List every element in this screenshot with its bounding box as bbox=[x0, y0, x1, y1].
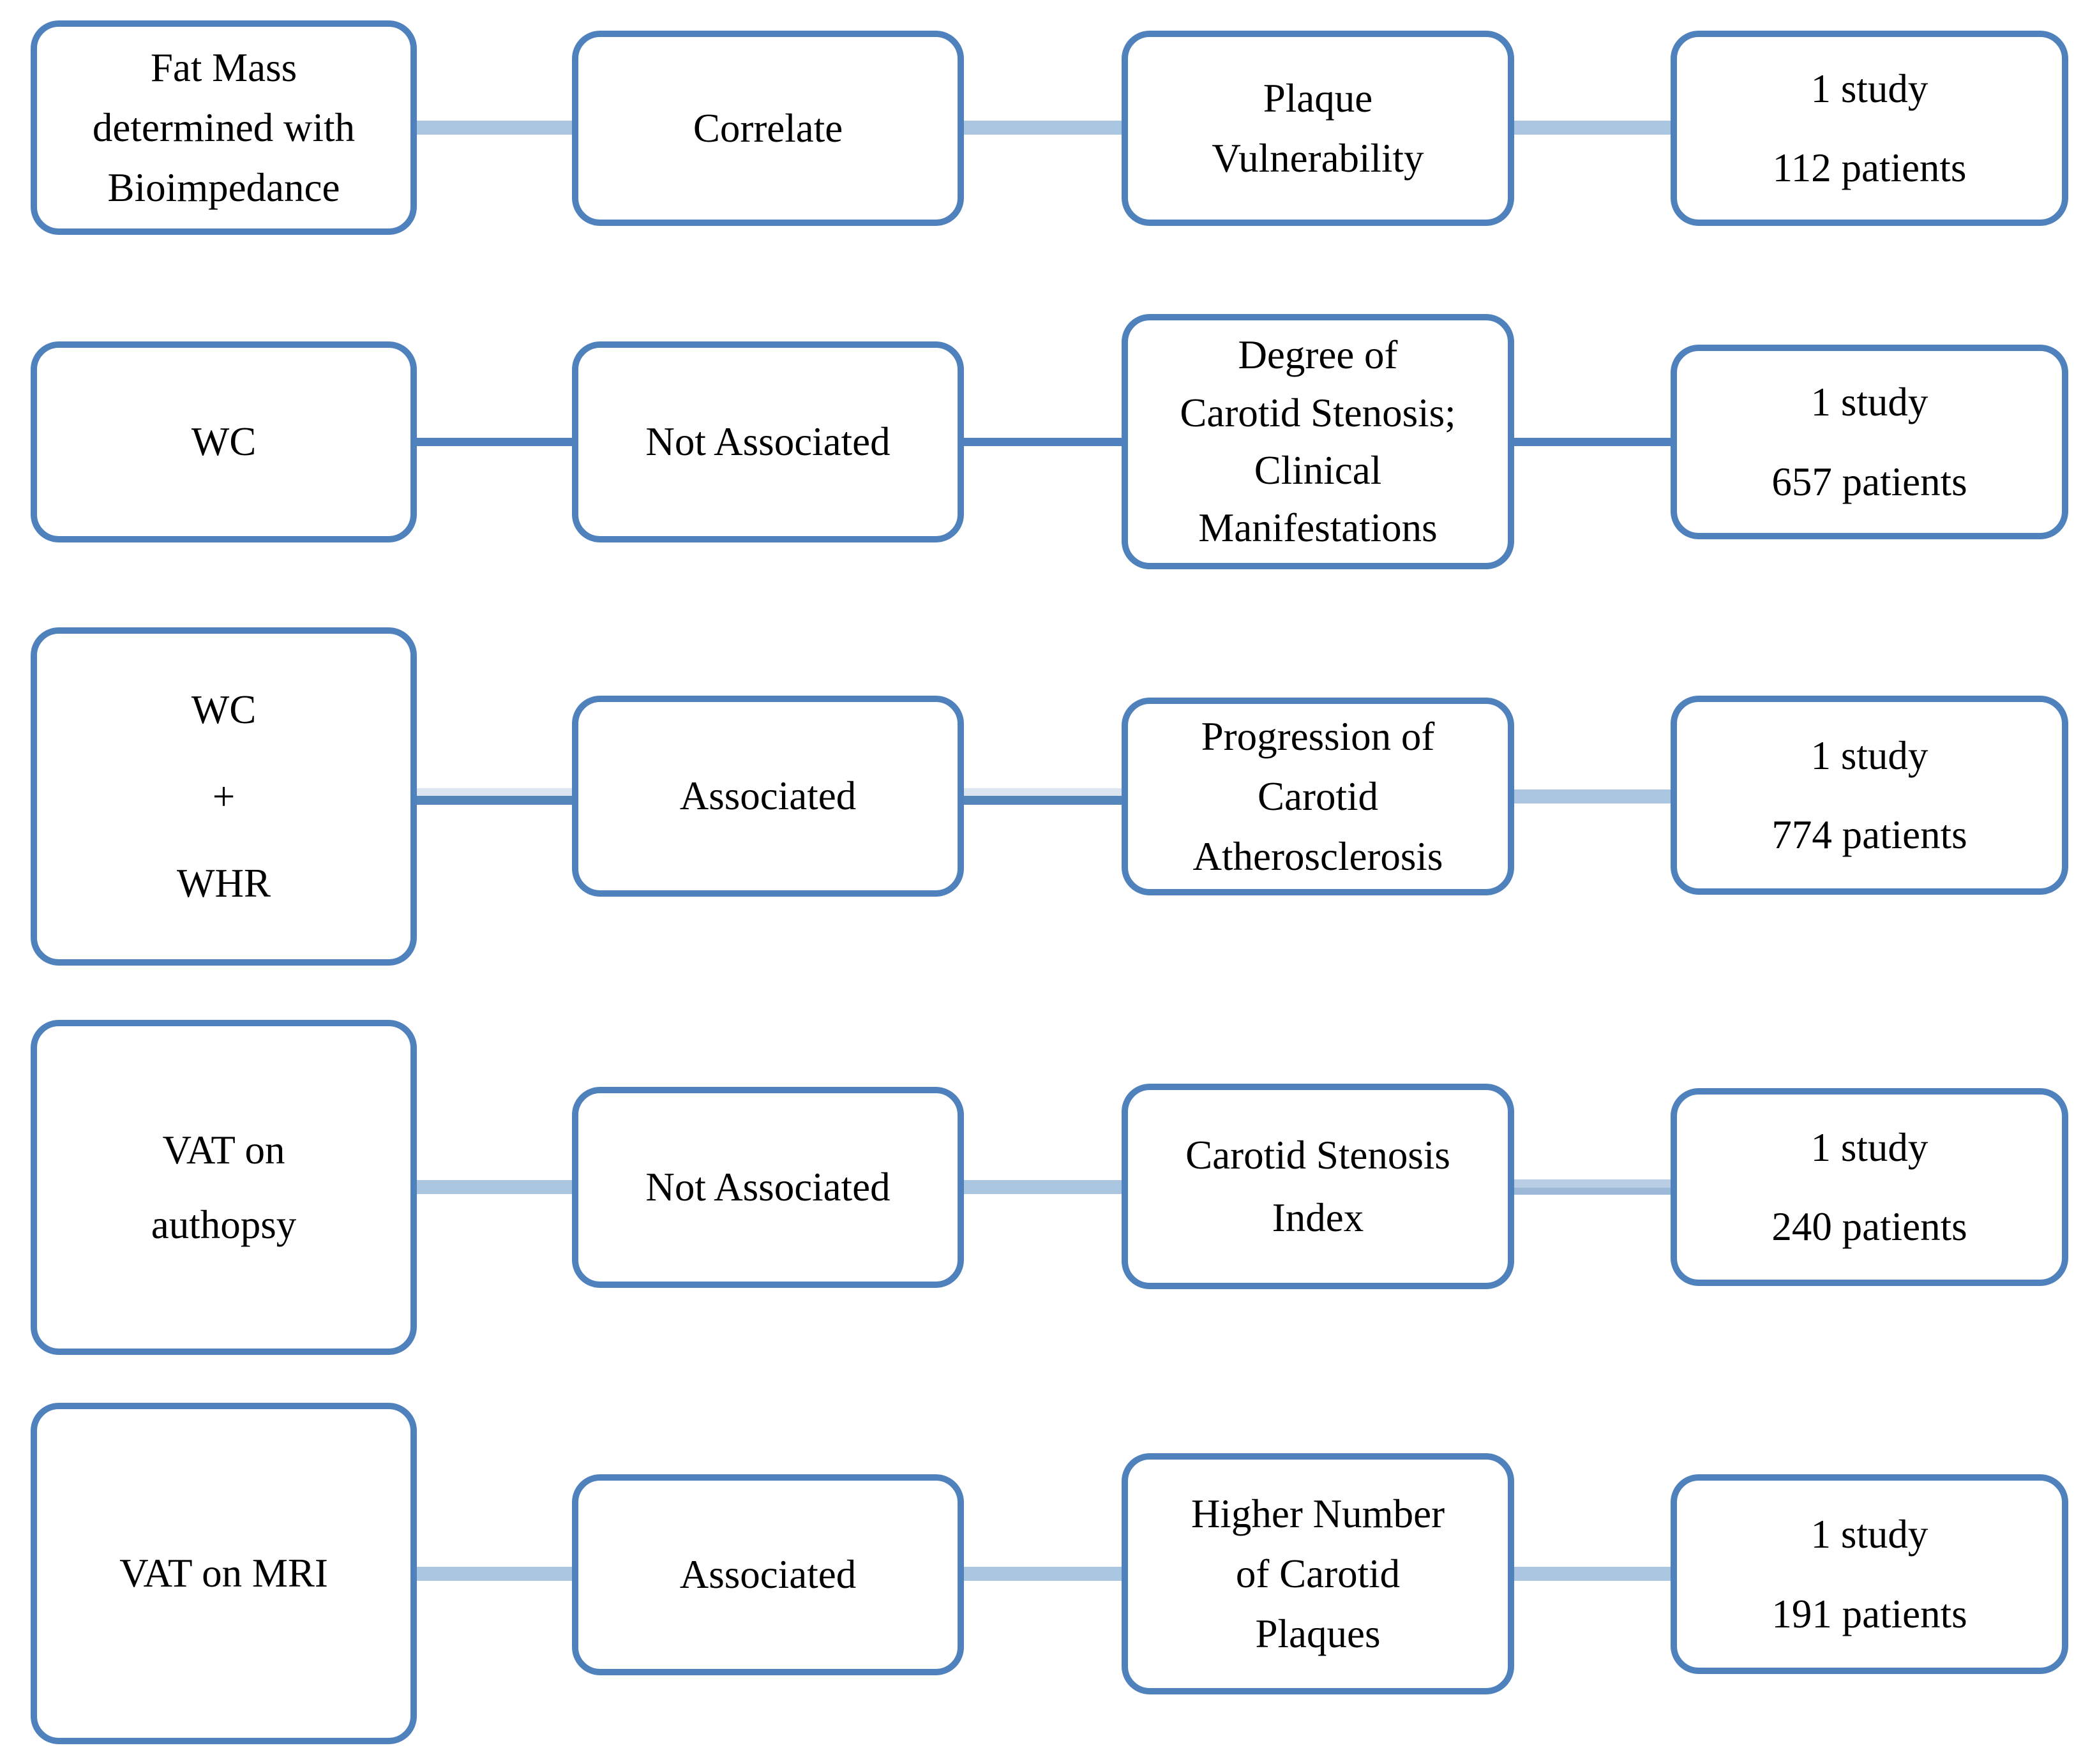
connector-line-row3-1 bbox=[413, 788, 576, 805]
box-text: WC bbox=[183, 418, 265, 465]
box-text-line: Carotid Stenosis; bbox=[1180, 390, 1456, 435]
box-evidence-row3: 1 study 774 patients bbox=[1671, 696, 2068, 895]
box-text-line: 240 patients bbox=[1771, 1204, 1967, 1249]
connector-line-row1-3 bbox=[1510, 121, 1674, 135]
box-text-line: Bioimpedance bbox=[107, 165, 340, 211]
box-text-line: Carotid Stenosis bbox=[1185, 1132, 1450, 1177]
box-text-line: WHR bbox=[177, 861, 271, 906]
box-text-line: Fat Mass bbox=[150, 45, 297, 90]
box-relation-row1: Correlate bbox=[572, 31, 964, 226]
box-text-line: VAT on MRI bbox=[119, 1551, 328, 1596]
box-text-line: Atherosclerosis bbox=[1192, 834, 1443, 879]
box-evidence-row5: 1 study 191 patients bbox=[1671, 1474, 2068, 1674]
box-text-line: Plaque bbox=[1263, 75, 1373, 121]
box-text-line: Degree of bbox=[1238, 333, 1398, 378]
box-text: 1 study 112 patients bbox=[1764, 65, 1976, 192]
box-measure-row4: VAT on authopsy bbox=[31, 1020, 417, 1355]
box-evidence-row4: 1 study 240 patients bbox=[1671, 1088, 2068, 1286]
connector-line-row2-3 bbox=[1510, 437, 1674, 446]
box-text-line: WC bbox=[191, 687, 257, 732]
connector-line-row5-1 bbox=[413, 1567, 576, 1581]
box-text-line: Higher Number bbox=[1191, 1491, 1445, 1536]
box-text: Correlate bbox=[684, 105, 852, 152]
box-evidence-row1: 1 study 112 patients bbox=[1671, 31, 2068, 226]
box-text-line: 1 study bbox=[1810, 1125, 1928, 1170]
box-text-line: Progression of bbox=[1201, 714, 1435, 759]
box-text: Associated bbox=[671, 1551, 865, 1598]
box-text-line: Associated bbox=[679, 1552, 857, 1597]
box-text-line: authopsy bbox=[151, 1202, 297, 1247]
box-text: VAT on MRI bbox=[110, 1550, 337, 1597]
connector-line-row2-2 bbox=[960, 437, 1125, 446]
box-text-line: Index bbox=[1272, 1195, 1364, 1240]
connector-line-row3-3 bbox=[1510, 789, 1674, 804]
connector-line-row3-2 bbox=[960, 788, 1125, 805]
box-measure-row3: WC + WHR bbox=[31, 627, 417, 966]
connector-line-row4-1 bbox=[413, 1180, 576, 1194]
box-measure-row2: WC bbox=[31, 341, 417, 542]
box-text-line: VAT on bbox=[162, 1128, 285, 1173]
box-text-line: 657 patients bbox=[1771, 459, 1967, 504]
box-text-line: 112 patients bbox=[1772, 146, 1967, 190]
box-text-line: 1 study bbox=[1810, 380, 1928, 425]
box-text-line: WC bbox=[191, 419, 257, 465]
box-text-line: Associated bbox=[679, 774, 857, 819]
connector-line-row4-2 bbox=[960, 1180, 1125, 1194]
box-relation-row5: Associated bbox=[572, 1474, 964, 1675]
box-relation-row3: Associated bbox=[572, 696, 964, 897]
box-text: Associated bbox=[671, 772, 865, 819]
box-text-line: Carotid bbox=[1258, 774, 1378, 819]
box-text-line: 1 study bbox=[1810, 66, 1928, 111]
box-text-line: Correlate bbox=[693, 105, 843, 151]
box-text-line: 1 study bbox=[1810, 1512, 1928, 1557]
connector-line-row5-3 bbox=[1510, 1567, 1674, 1581]
box-text-line: Vulnerability bbox=[1212, 136, 1424, 181]
box-relation-row2: Not Associated bbox=[572, 341, 964, 542]
box-text: 1 study 657 patients bbox=[1763, 378, 1976, 505]
box-text: Not Associated bbox=[636, 418, 899, 465]
box-text-line: Not Associated bbox=[645, 419, 891, 465]
box-text: Not Associated bbox=[636, 1163, 899, 1211]
box-text-line: Clinical bbox=[1254, 448, 1382, 493]
box-text-line: 191 patients bbox=[1771, 1591, 1967, 1636]
box-text: VAT on authopsy bbox=[142, 1126, 305, 1248]
connector-line-row4-3 bbox=[1510, 1179, 1674, 1195]
box-text-line: Manifestations bbox=[1198, 505, 1438, 551]
connector-line-row5-2 bbox=[960, 1567, 1125, 1581]
box-text-line: Not Associated bbox=[645, 1165, 891, 1210]
box-text-line: Plaques bbox=[1255, 1611, 1381, 1657]
box-text-line: determined with bbox=[92, 105, 356, 150]
box-text: 1 study 240 patients bbox=[1763, 1124, 1976, 1251]
connector-line-row2-1 bbox=[413, 437, 576, 446]
box-text-line: 774 patients bbox=[1771, 812, 1967, 857]
box-text-line: of Carotid bbox=[1235, 1551, 1401, 1596]
box-text-line: 1 study bbox=[1810, 733, 1928, 778]
box-measure-row5: VAT on MRI bbox=[31, 1403, 417, 1744]
box-text: 1 study 191 patients bbox=[1763, 1511, 1976, 1638]
box-relation-row4: Not Associated bbox=[572, 1087, 964, 1288]
box-text: WC + WHR bbox=[168, 686, 280, 908]
box-text: 1 study 774 patients bbox=[1763, 732, 1976, 859]
box-evidence-row2: 1 study 657 patients bbox=[1671, 345, 2068, 539]
box-text-line: + bbox=[212, 774, 236, 819]
connector-line-row1-2 bbox=[960, 121, 1125, 135]
connector-line-row1-1 bbox=[413, 121, 576, 135]
